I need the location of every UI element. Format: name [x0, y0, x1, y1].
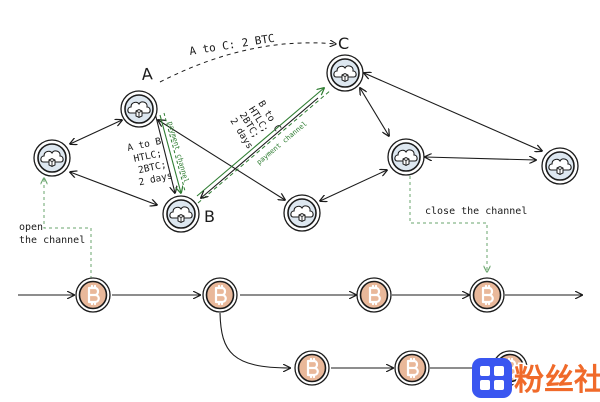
a-to-c-arrow: [159, 43, 336, 83]
node-b: [162, 195, 200, 233]
coin-block-1: [74, 276, 112, 314]
fork-chain: [219, 312, 490, 368]
coin-block-4: [468, 276, 506, 314]
a-to-c-label: A to C: 2 BTC: [188, 32, 275, 58]
node-a-label: A: [141, 64, 153, 84]
coin-fork-2: [393, 349, 431, 387]
coin-block-3: [355, 276, 393, 314]
coin-block-2: [201, 276, 239, 314]
watermark-text: 粉丝社区: [514, 364, 600, 397]
edge-a-center: [158, 120, 285, 200]
node-c-label: C: [338, 34, 349, 53]
connections: [70, 73, 542, 205]
node-right: [387, 138, 425, 176]
watermark: 粉丝社区: [472, 358, 600, 399]
edge-c-right: [360, 88, 389, 136]
node-a: [120, 90, 158, 128]
edge-right-center: [320, 170, 387, 201]
node-center: [283, 194, 321, 232]
close-channel-arrow: [409, 176, 487, 272]
payment-channel-a-b: [154, 112, 186, 193]
coin-fork-1: [293, 349, 331, 387]
open-channel-label-2: the channel: [19, 235, 85, 246]
payment-channel-b-c: [196, 88, 332, 204]
close-channel-label: close the channel: [425, 206, 527, 217]
node-left: [33, 139, 71, 177]
watermark-logo: [472, 358, 512, 398]
a-to-b-note: A to B HTLC; 2BTC; 2 days: [126, 136, 173, 188]
edge-left-b: [70, 172, 157, 205]
open-channel-arrow: [44, 178, 92, 279]
open-channel-label-1: open: [19, 222, 43, 233]
edge-right-far: [425, 157, 536, 160]
edge-left-a: [70, 120, 122, 144]
node-b-label: B: [204, 207, 215, 226]
node-c: [326, 54, 364, 92]
edge-c-far: [364, 73, 542, 151]
node-far-right: [541, 147, 579, 185]
